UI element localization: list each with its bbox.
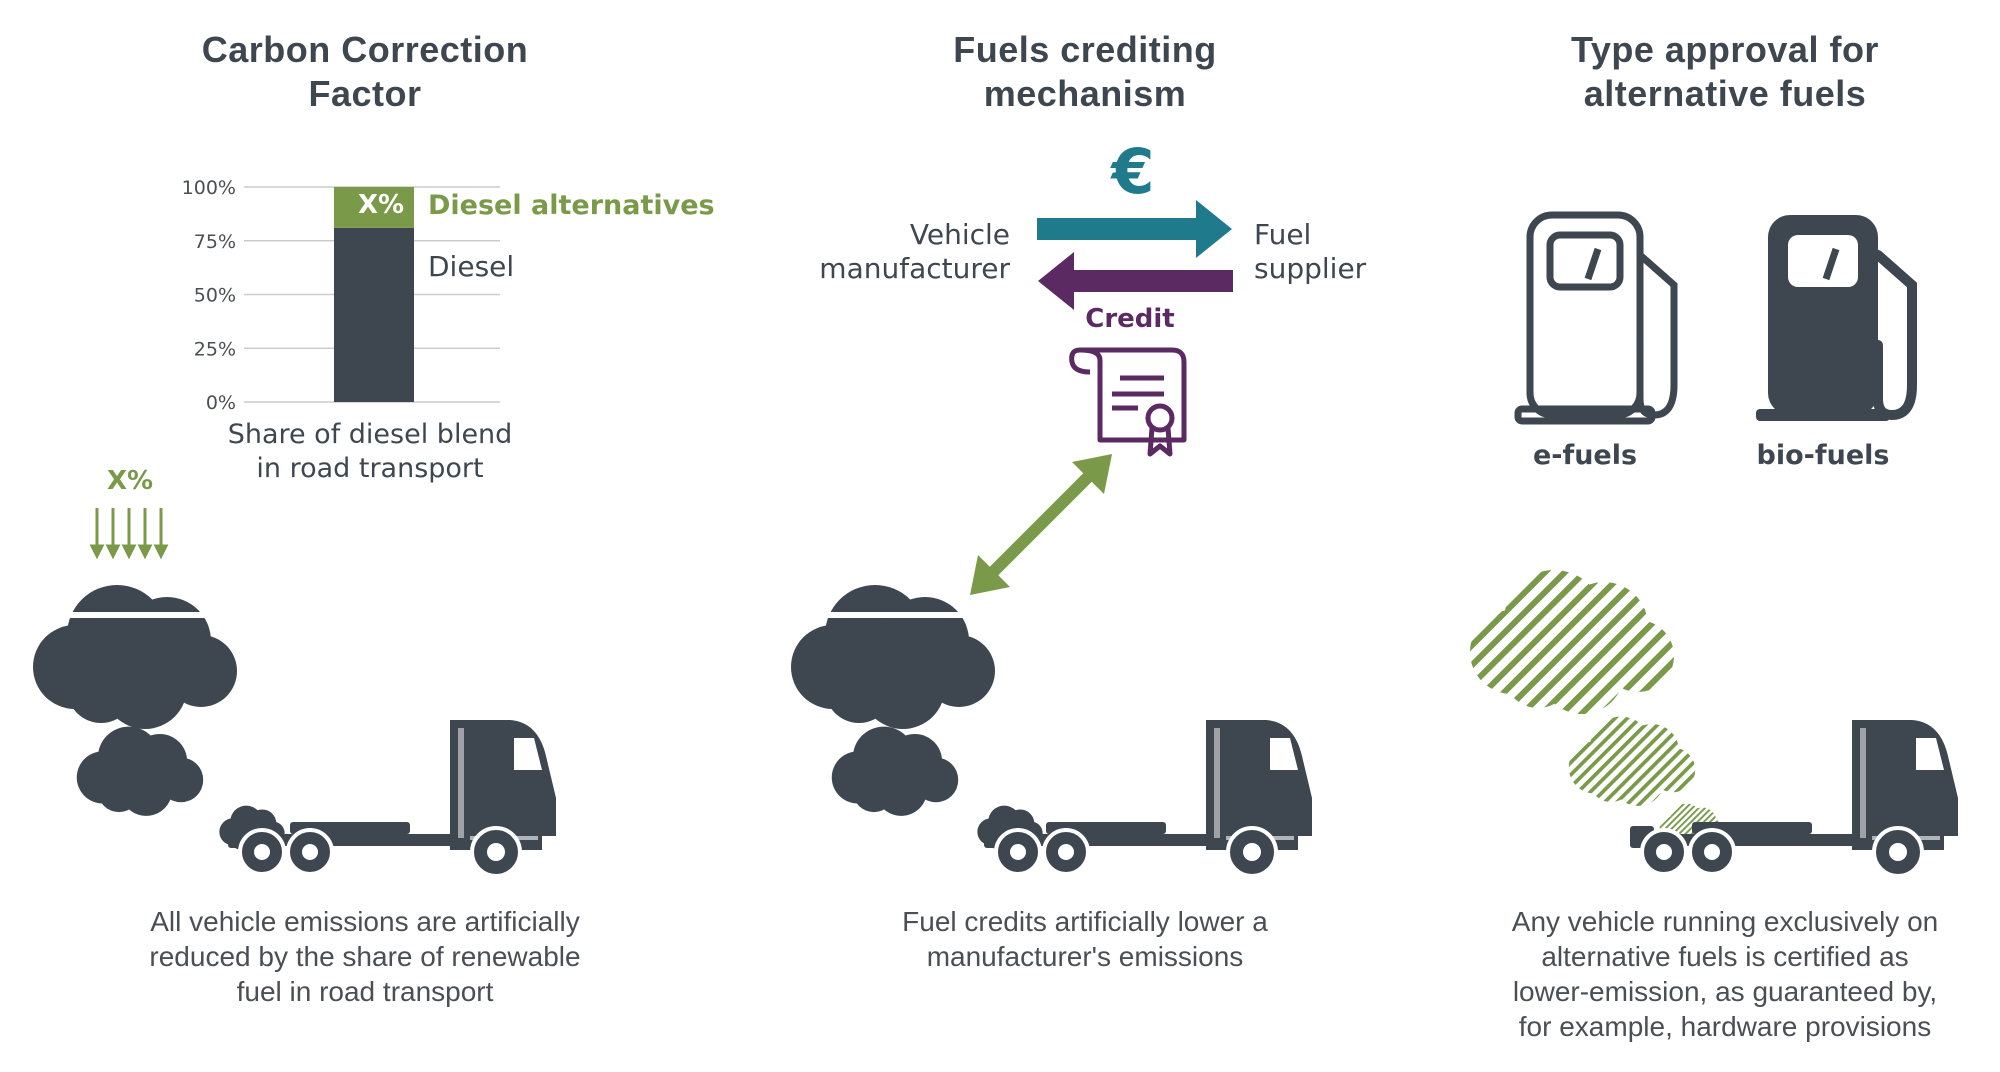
credit-arrow-icon <box>1038 252 1233 310</box>
panel-2-caption-line2: manufacturer's emissions <box>926 941 1244 972</box>
panel-1-caption-line3: fuel in road transport <box>236 976 494 1007</box>
panel-3-title-line1: Type approval for <box>1571 29 1879 70</box>
truck-icon <box>226 718 558 878</box>
panel-2-title-line2: mechanism <box>983 73 1187 114</box>
type-approval-panel <box>1470 211 1960 878</box>
cloud-reduction-label: X% <box>106 466 154 496</box>
chart-x-label-line2: in road transport <box>256 453 484 484</box>
panel-2-caption: Fuel credits artificially lower a manufa… <box>775 904 1395 974</box>
double-arrow-icon <box>970 454 1112 595</box>
panel-3-caption-line3: lower-emission, as guaranteed by, <box>1512 976 1938 1007</box>
chart-x-label-line1: Share of diesel blend <box>227 419 513 450</box>
panel-2-caption-line1: Fuel credits artificially lower a <box>902 906 1268 937</box>
panel-1-caption: All vehicle emissions are artificially r… <box>55 904 675 1009</box>
bar-segment-diesel <box>334 227 414 402</box>
bar-segment-alternatives <box>334 187 414 228</box>
panel-1-title-line2: Factor <box>308 73 422 114</box>
fuels-crediting-panel <box>790 200 1314 878</box>
truck-icon <box>982 718 1314 878</box>
emission-cloud-medium <box>831 726 959 816</box>
down-arrow-head <box>153 544 169 560</box>
e-fuel-pump-icon <box>1514 211 1678 425</box>
bio-fuels-label: bio-fuels <box>1756 440 1890 471</box>
e-fuels-label: e-fuels <box>1532 440 1638 471</box>
down-arrow-head <box>105 544 121 560</box>
panel-3-title-line2: alternative fuels <box>1583 73 1867 114</box>
reduced-emissions-cloud-large <box>790 585 1000 729</box>
down-arrow-head <box>121 544 137 560</box>
y-tick-label: 25% <box>194 338 236 360</box>
chart-bars <box>334 187 414 402</box>
bar-segment-label: X% <box>357 190 405 220</box>
y-tick-label: 50% <box>194 285 236 307</box>
credit-label: Credit <box>1085 304 1175 334</box>
fuel-supplier-line2: supplier <box>1254 252 1367 285</box>
panel-3-caption-line2: alternative fuels is certified as <box>1541 941 1909 972</box>
down-arrow-head <box>89 544 105 560</box>
panel-1-caption-line2: reduced by the share of renewable <box>149 941 581 972</box>
vehicle-manufacturer-line2: manufacturer <box>819 252 1010 285</box>
carbon-correction-panel: 0% 25% 50% 75% 100% <box>30 177 558 878</box>
panel-1-title-line1: Carbon Correction <box>201 29 529 70</box>
panel-3-title: Type approval for alternative fuels <box>1445 28 2000 116</box>
reduced-emissions-cloud-large <box>30 585 240 729</box>
panel-3-caption: Any vehicle running exclusively on alter… <box>1415 904 2000 1044</box>
emission-cloud-medium <box>76 726 204 816</box>
y-tick-label: 75% <box>194 231 236 253</box>
panel-1-title: Carbon Correction Factor <box>85 28 645 116</box>
euro-icon: € <box>1111 135 1155 208</box>
fuel-supplier-line1: Fuel <box>1254 218 1312 251</box>
panel-3-caption-line1: Any vehicle running exclusively on <box>1511 906 1939 937</box>
y-tick-label: 0% <box>206 392 236 414</box>
fuel-supplier-label: Fuel supplier <box>1254 218 1454 286</box>
down-arrows-icon <box>89 508 169 560</box>
vehicle-manufacturer-line1: Vehicle <box>909 218 1010 251</box>
panel-3-caption-line4: for example, hardware provisions <box>1518 1011 1932 1042</box>
panel-1-caption-line1: All vehicle emissions are artificially <box>150 906 580 937</box>
certificate-icon <box>1069 347 1187 457</box>
truck-icon <box>1628 718 1960 878</box>
legend-diesel-alternatives: Diesel alternatives <box>428 190 715 221</box>
vehicle-manufacturer-label: Vehicle manufacturer <box>790 218 1010 286</box>
clean-emission-cloud-medium <box>1568 716 1696 806</box>
chart-y-ticks: 0% 25% 50% 75% 100% <box>182 177 236 414</box>
bio-fuel-pump-icon <box>1756 215 1917 421</box>
legend-diesel: Diesel <box>428 250 515 283</box>
clean-emission-cloud-large <box>1470 570 1674 714</box>
panel-2-title: Fuels crediting mechanism <box>805 28 1365 116</box>
chart-x-label: Share of diesel blend in road transport <box>170 418 570 486</box>
panel-2-title-line1: Fuels crediting <box>953 29 1217 70</box>
stacked-bar-chart: 0% 25% 50% 75% 100% <box>182 177 500 414</box>
down-arrow-head <box>137 544 153 560</box>
payment-arrow-icon <box>1037 200 1232 258</box>
y-tick-label: 100% <box>182 177 236 199</box>
